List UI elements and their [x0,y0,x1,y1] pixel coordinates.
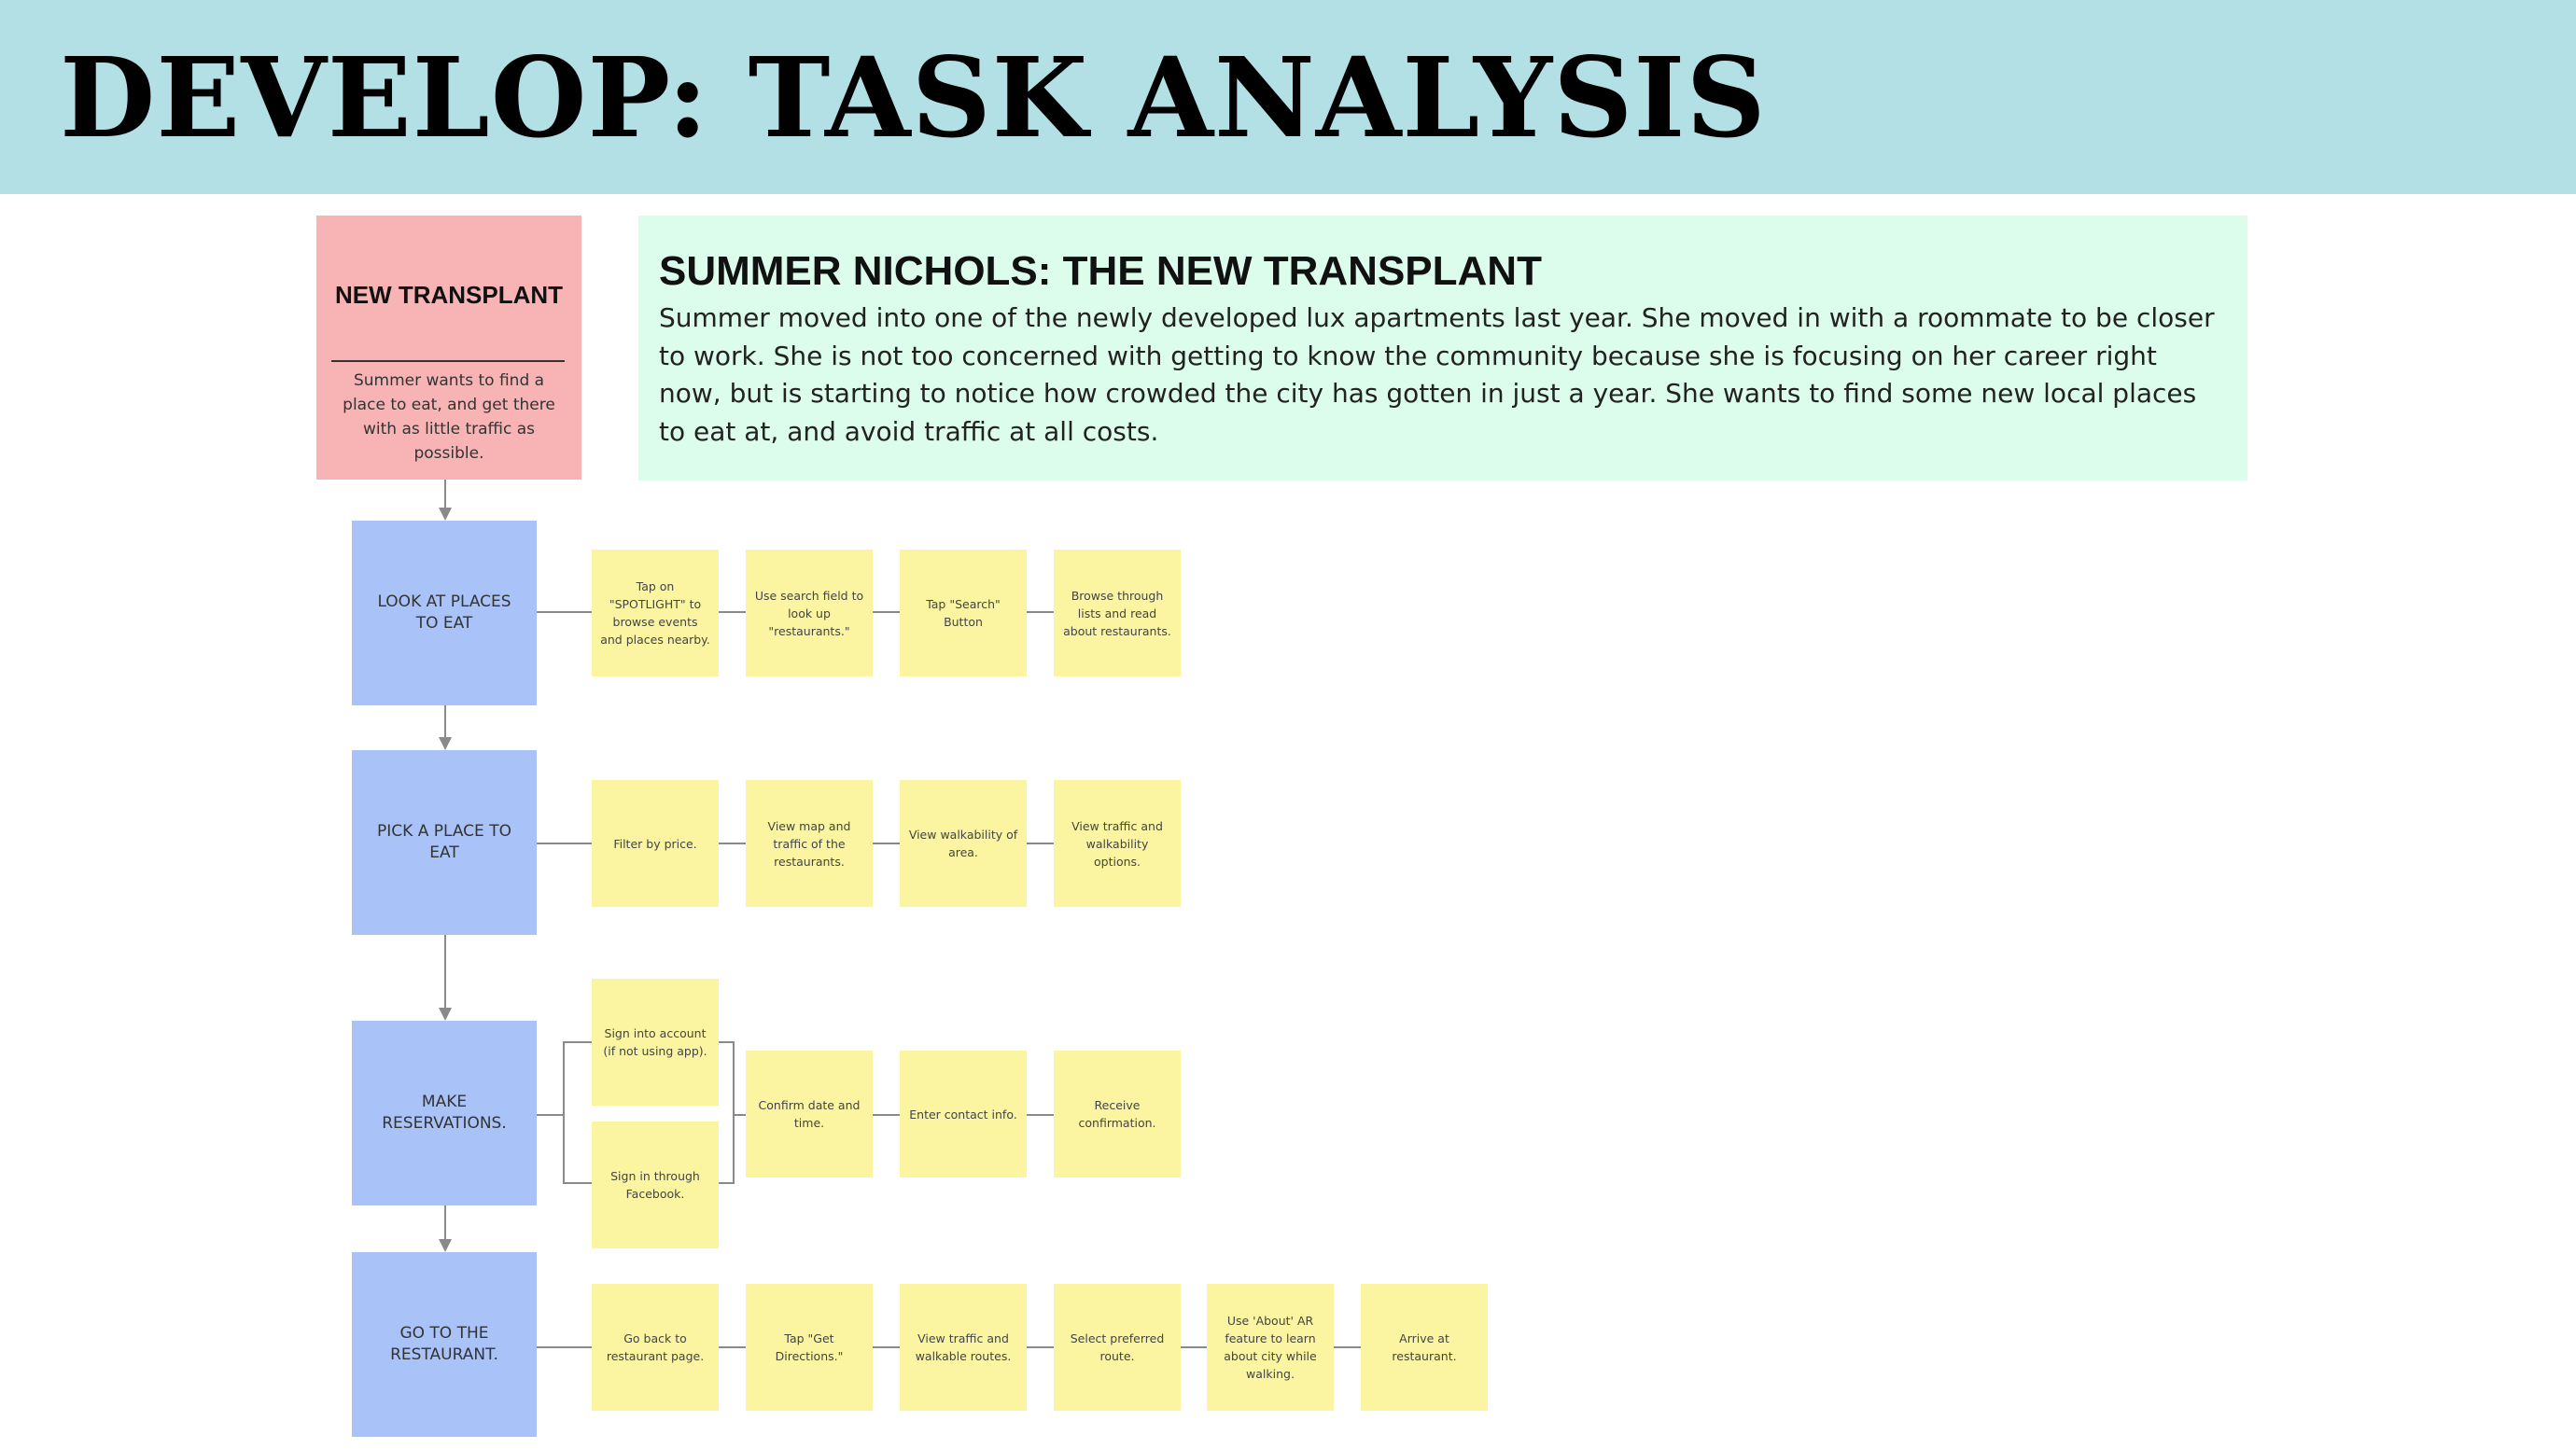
step-note: Browse through lists and read about rest… [1054,550,1181,676]
step-note: View traffic and walkability options. [1054,780,1181,907]
alternative-note: Sign in through Facebook. [592,1122,719,1248]
step-note: Select preferred route. [1054,1284,1181,1411]
step-note: Confirm date and time. [746,1051,873,1177]
step-note: Enter contact info. [900,1051,1027,1177]
step-note: Receive confirmation. [1054,1051,1181,1177]
step-text: Use search field to look up "restaurants… [754,588,864,638]
step-text: Sign into account (if not using app). [603,1026,707,1058]
step-note: Use search field to look up "restaurants… [746,550,873,676]
step-text: Select preferred route. [1070,1331,1165,1363]
step-note: View map and traffic of the restaurants. [746,780,873,907]
persona-title: NEW TRANSPLANT [334,281,564,309]
scenario-title: SUMMER NICHOLS: THE NEW TRANSPLANT [659,248,1542,294]
persona-card: NEW TRANSPLANT Summer wants to find a pl… [316,216,581,480]
step-text: Tap on "SPOTLIGHT" to browse events and … [600,579,710,647]
step-text: Browse through lists and read about rest… [1063,588,1171,638]
arrowhead-task2 [439,737,452,750]
arrowhead-task3 [439,1008,452,1021]
step-note: Use 'About' AR feature to learn about ci… [1207,1284,1334,1411]
step-note: View walkability of area. [900,780,1027,907]
persona-goal: Summer wants to find a place to eat, and… [343,371,555,463]
header-banner: DEVELOP: TASK ANALYSIS [0,0,2576,194]
step-note: Tap "Get Directions." [746,1284,873,1411]
persona-divider [331,360,565,362]
step-text: Go back to restaurant page. [606,1331,705,1363]
step-text: View walkability of area. [908,828,1018,859]
step-note: Filter by price. [592,780,719,907]
task-go-to-restaurant: GO TO THE RESTAURANT. [352,1252,537,1437]
arrowhead-task4 [439,1239,452,1252]
scenario-body: Summer moved into one of the newly devel… [659,302,2215,447]
step-text: Enter contact info. [909,1107,1017,1122]
task-make-reservations: MAKE RESERVATIONS. [352,1021,537,1205]
page-title: DEVELOP: TASK ANALYSIS [60,33,1767,162]
alternative-note: Sign into account (if not using app). [592,979,719,1106]
connector-row3-branch-right [719,1041,735,1184]
step-text: Use 'About' AR feature to learn about ci… [1224,1314,1317,1381]
step-note: Arrive at restaurant. [1361,1284,1488,1411]
step-text: Receive confirmation. [1078,1098,1156,1130]
connector-row3-branch-left [563,1041,594,1184]
step-note: View traffic and walkable routes. [900,1284,1027,1411]
step-note: Tap on "SPOTLIGHT" to browse events and … [592,550,719,676]
step-text: View traffic and walkability options. [1071,818,1163,869]
step-text: Confirm date and time. [758,1098,861,1130]
step-text: Sign in through Facebook. [610,1169,700,1201]
scenario-card: SUMMER NICHOLS: THE NEW TRANSPLANT Summe… [638,216,2247,481]
step-text: Filter by price. [613,836,697,851]
step-text: Tap "Get Directions." [775,1331,844,1363]
step-note: Go back to restaurant page. [592,1284,719,1411]
arrowhead-task1 [439,508,452,521]
task-pick-a-place: PICK A PLACE TO EAT [352,750,537,935]
task-look-at-places: LOOK AT PLACES TO EAT [352,521,537,705]
step-text: View map and traffic of the restaurants. [767,818,851,869]
step-text: Tap "Search" Button [926,597,1001,629]
task-label: PICK A PLACE TO EAT [377,822,511,862]
task-label: LOOK AT PLACES TO EAT [377,592,511,633]
step-note: Tap "Search" Button [900,550,1027,676]
task-label: GO TO THE RESTAURANT. [390,1324,498,1364]
step-text: Arrive at restaurant. [1392,1331,1457,1363]
task-label: MAKE RESERVATIONS. [382,1093,507,1133]
step-text: View traffic and walkable routes. [915,1331,1012,1363]
